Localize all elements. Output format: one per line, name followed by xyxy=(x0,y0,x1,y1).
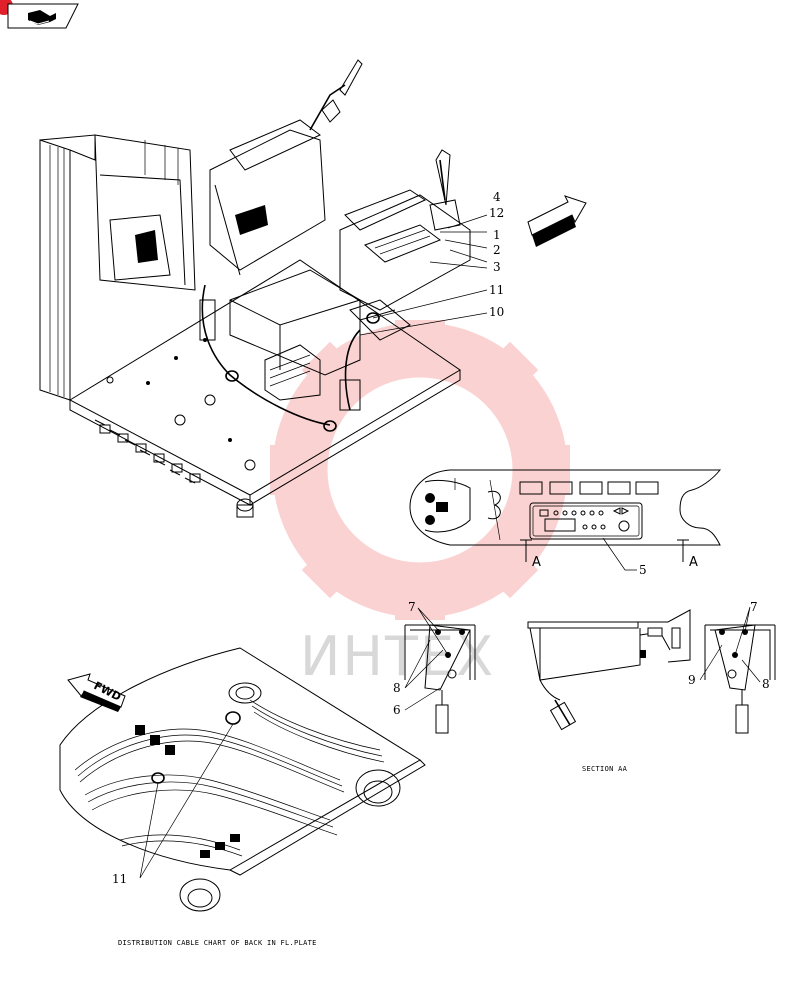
seat-base xyxy=(229,269,361,401)
callout-9: 9 xyxy=(688,673,696,687)
fwd-arrow-icon-bottom xyxy=(67,673,126,708)
right-bracket-callouts: 7 9 8 xyxy=(688,600,770,691)
section-marks: A A xyxy=(520,539,698,570)
fwd-arrow-top: FWD xyxy=(527,195,587,247)
left-console xyxy=(209,59,363,276)
harness-cable xyxy=(199,284,380,432)
callout-3: 3 xyxy=(493,260,501,274)
main-callouts: 4 12 1 2 3 11 10 xyxy=(489,190,504,319)
callout-4: 4 xyxy=(493,190,501,204)
book-reference-icon xyxy=(28,10,56,25)
callout-10: 10 xyxy=(489,305,504,319)
distribution-caption: DISTRIBUTION CABLE CHART OF BACK IN FL.P… xyxy=(118,939,317,947)
section-aa-view xyxy=(527,609,691,731)
callout-1: 1 xyxy=(493,228,501,242)
callout-8-left: 8 xyxy=(393,681,401,695)
foot-pads xyxy=(179,682,401,912)
connector-row xyxy=(94,419,201,484)
cab-frame xyxy=(39,134,196,401)
reference-badge[interactable] xyxy=(0,0,79,29)
callout-6: 6 xyxy=(393,703,401,717)
section-aa-caption: SECTION AA xyxy=(582,765,628,773)
connector-cluster xyxy=(135,725,240,858)
callout-7-left: 7 xyxy=(408,600,416,614)
callout-11-bottom: 11 xyxy=(112,872,127,886)
callout-5: 5 xyxy=(639,563,647,577)
fwd-arrow-bottom: FWD xyxy=(67,673,126,712)
cable-bundles xyxy=(74,699,385,857)
right-bracket-detail xyxy=(699,606,776,734)
main-leaders xyxy=(359,214,488,336)
panel-switch-row xyxy=(519,481,659,495)
callout-12: 12 xyxy=(489,206,504,220)
monitor-panel xyxy=(529,502,643,540)
main-assembly-view xyxy=(39,59,488,518)
callout-7-right: 7 xyxy=(750,600,758,614)
callout-8-right: 8 xyxy=(762,677,770,691)
watermark-text: ИНТЕХ xyxy=(300,625,495,688)
panel-detail-view: A A 5 xyxy=(409,469,722,577)
right-console xyxy=(339,149,471,341)
section-mark-a-left: A xyxy=(532,555,541,570)
section-mark-a-right: A xyxy=(689,555,698,570)
callout-2: 2 xyxy=(493,243,501,257)
left-bracket-detail xyxy=(404,607,476,734)
underside-view xyxy=(59,647,426,912)
left-bracket-callouts: 7 8 6 xyxy=(393,600,416,717)
panel-left-mechanism xyxy=(424,478,501,541)
callout-11: 11 xyxy=(489,283,504,297)
